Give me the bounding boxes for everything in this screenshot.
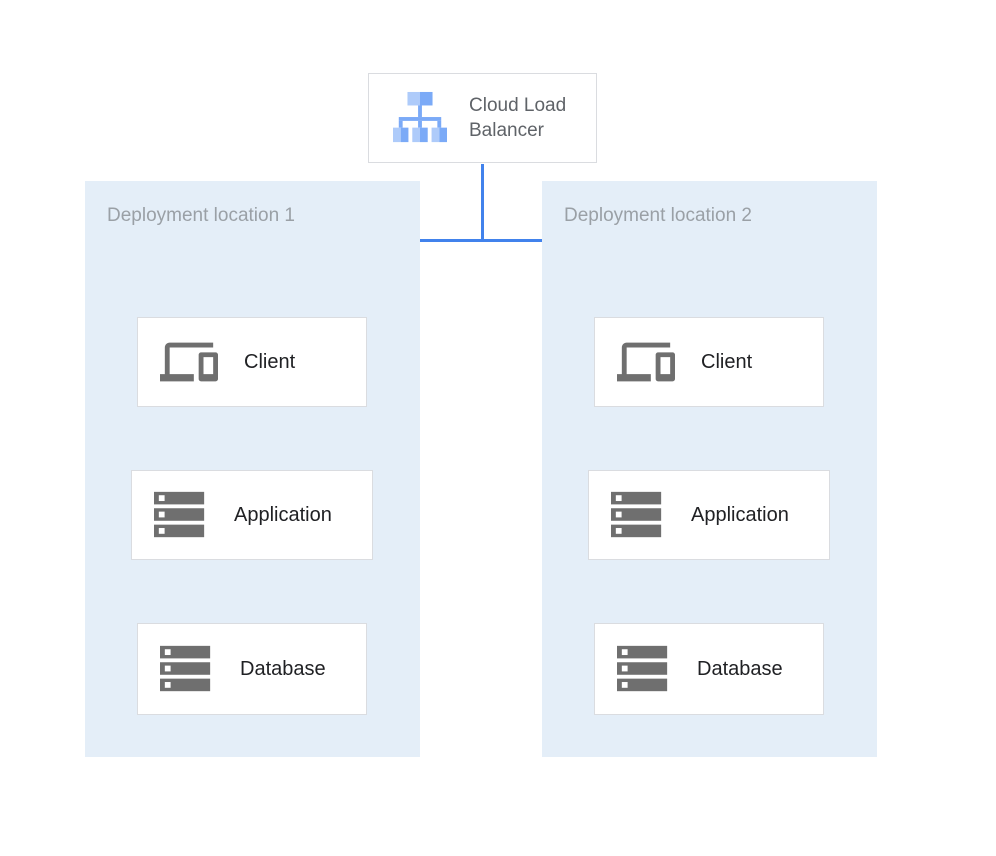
node-label: Database — [240, 657, 326, 680]
region-deployment-location-1: Deployment location 1 Client App — [85, 181, 420, 757]
node-label: Database — [697, 657, 783, 680]
region-label: Deployment location 2 — [564, 205, 752, 226]
node-label: Client — [244, 350, 296, 373]
application-server-icon — [154, 491, 205, 538]
region-label: Deployment location 1 — [107, 205, 295, 226]
client-devices-icon — [617, 342, 675, 382]
region-deployment-location-2: Deployment location 2 Client App — [542, 181, 877, 757]
client-devices-icon — [160, 342, 218, 382]
cloud-load-balancer-label: Cloud Load Balancer — [469, 95, 567, 141]
application-server-icon — [611, 491, 662, 538]
node-label: Application — [234, 503, 332, 526]
node-application-1: Application — [131, 470, 373, 560]
cloud-load-balancer-icon — [393, 91, 447, 143]
database-server-icon — [617, 645, 668, 692]
connector-lb-stem — [481, 164, 484, 241]
node-label: Client — [701, 350, 753, 373]
connector-branch-bar — [251, 239, 713, 242]
node-client-1: Client — [137, 317, 367, 407]
node-database-2: Database — [594, 623, 824, 715]
database-server-icon — [160, 645, 211, 692]
node-database-1: Database — [137, 623, 367, 715]
node-application-2: Application — [588, 470, 830, 560]
node-client-2: Client — [594, 317, 824, 407]
node-label: Application — [691, 503, 789, 526]
cloud-load-balancer-node: Cloud Load Balancer — [368, 73, 597, 163]
